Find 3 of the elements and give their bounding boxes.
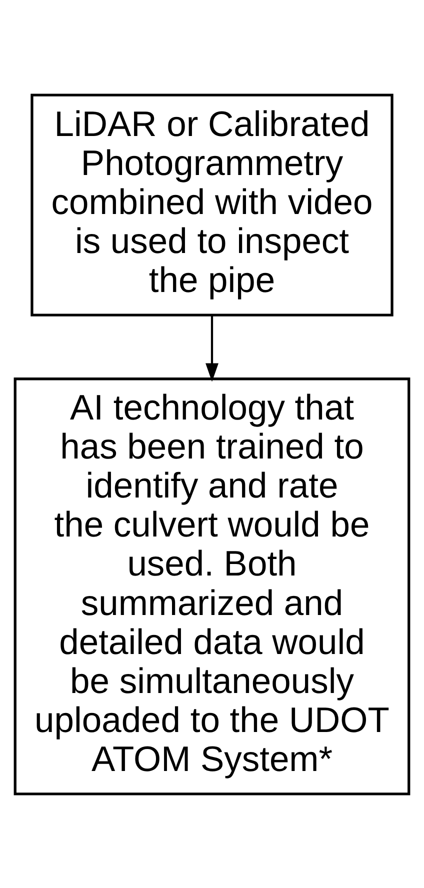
node-box: LiDAR or Calibrated Photogrammetry combined with video is used to inspect the pipe: [30, 93, 394, 316]
node-box: AI technology that has been trained to identify and rate the culvert would be used. Both summarized and detailed data would be simultaneously uploaded to the UDOT ATOM System*: [14, 377, 410, 795]
arrow: [206, 314, 218, 382]
